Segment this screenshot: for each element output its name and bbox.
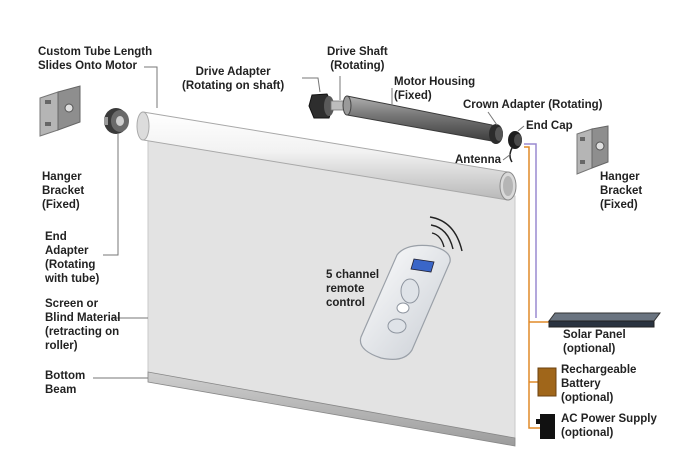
label-tube: Custom Tube Length Slides Onto Motor <box>38 45 152 73</box>
leader-drive-adapter <box>302 77 321 93</box>
label-solar-panel: Solar Panel (optional) <box>563 328 626 356</box>
label-tube-line-1: Custom Tube Length <box>38 46 153 58</box>
label-end-cap: End Cap <box>526 119 573 133</box>
wifi-arcs-icon <box>429 216 463 252</box>
right-hanger-bracket <box>576 125 609 175</box>
label-drive-adapter-line-1: Drive Adapter <box>195 66 271 78</box>
label-end-adapter-line-2: Adapter <box>45 245 89 257</box>
label-hanger-right: Hanger Bracket (Fixed) <box>600 170 642 212</box>
remote-button-up <box>400 278 420 304</box>
label-motor-housing-line-1: Motor Housing <box>394 76 476 88</box>
label-end-cap-line-1: End Cap <box>526 120 573 132</box>
leader-antenna <box>502 153 512 161</box>
remote-display <box>410 258 435 273</box>
label-bottom-beam: Bottom Beam <box>45 369 85 397</box>
label-tube-line-2: Slides Onto Motor <box>38 60 138 72</box>
label-battery-line-1: Rechargeable <box>561 364 637 376</box>
bottom-beam <box>147 371 516 447</box>
label-battery-line-2: Battery <box>561 378 601 390</box>
label-hanger-right-line-2: Bracket <box>600 185 643 197</box>
leader-tube <box>144 66 158 108</box>
solar-panel <box>548 312 661 328</box>
label-hanger-right-line-3: (Fixed) <box>600 199 638 211</box>
label-crown-adapter: Crown Adapter (Rotating) <box>463 98 602 112</box>
remote-button-down <box>387 318 407 334</box>
label-end-adapter-line-4: with tube) <box>45 273 100 285</box>
end-adapter <box>104 108 129 134</box>
ac-power-supply <box>536 414 555 439</box>
label-hanger-left-line-1: Hanger <box>42 171 82 183</box>
label-hanger-left: Hanger Bracket (Fixed) <box>42 170 84 212</box>
label-solar-panel-line-2: (optional) <box>563 343 616 355</box>
label-motor-housing-line-2: (Fixed) <box>394 90 432 102</box>
remote-control <box>359 244 451 360</box>
label-drive-shaft-line-1: Drive Shaft <box>327 46 388 58</box>
roller-tube <box>136 111 517 201</box>
label-remote-line-3: control <box>326 297 365 309</box>
label-bottom-beam-line-1: Bottom <box>45 370 86 382</box>
label-end-adapter-line-1: End <box>45 231 67 243</box>
left-hanger-bracket <box>39 85 81 137</box>
label-drive-adapter: Drive Adapter (Rotating on shaft) <box>182 65 284 93</box>
drive-adapter <box>308 93 334 119</box>
label-battery: Rechargeable Battery (optional) <box>561 363 636 405</box>
label-remote-line-1: 5 channel <box>326 269 380 281</box>
label-screen-line-2: Blind Material <box>45 312 121 324</box>
label-screen: Screen or Blind Material (retracting on … <box>45 297 120 353</box>
label-ac-power: AC Power Supply (optional) <box>561 412 657 440</box>
antenna <box>509 147 513 163</box>
label-ac-power-line-1: AC Power Supply <box>561 413 657 425</box>
label-hanger-left-line-2: Bracket <box>42 185 85 197</box>
wire-purple <box>524 143 537 318</box>
label-drive-adapter-line-2: (Rotating on shaft) <box>182 80 285 92</box>
label-antenna: Antenna <box>455 153 501 167</box>
label-screen-line-3: (retracting on <box>45 326 120 338</box>
label-motor-housing: Motor Housing (Fixed) <box>394 75 475 103</box>
label-bottom-beam-line-2: Beam <box>45 384 77 396</box>
wire-orange <box>524 146 540 429</box>
remote-button-stop <box>396 302 410 314</box>
crown-adapter <box>489 124 503 144</box>
label-end-adapter-line-3: (Rotating <box>45 259 96 271</box>
label-antenna-line-1: Antenna <box>455 154 501 166</box>
label-end-adapter: End Adapter (Rotating with tube) <box>45 230 99 286</box>
label-ac-power-line-2: (optional) <box>561 427 614 439</box>
label-hanger-right-line-1: Hanger <box>600 171 640 183</box>
label-battery-line-3: (optional) <box>561 392 614 404</box>
label-drive-shaft: Drive Shaft (Rotating) <box>327 45 388 73</box>
label-crown-adapter-line-1: Crown Adapter (Rotating) <box>463 99 603 111</box>
label-hanger-left-line-3: (Fixed) <box>42 199 80 211</box>
label-drive-shaft-line-2: (Rotating) <box>330 60 385 72</box>
leader-crown-adapter <box>487 111 498 126</box>
leader-lines <box>93 66 525 379</box>
label-remote-line-2: remote <box>326 283 365 295</box>
label-screen-line-4: roller) <box>45 340 78 352</box>
rechargeable-battery <box>537 367 557 397</box>
label-solar-panel-line-1: Solar Panel <box>563 329 626 341</box>
end-cap <box>508 131 522 149</box>
label-remote: 5 channel remote control <box>326 268 379 310</box>
motor-assembly <box>308 93 522 163</box>
leader-end-adapter <box>103 133 119 256</box>
leader-end-cap <box>517 125 525 132</box>
label-screen-line-1: Screen or <box>45 298 99 310</box>
